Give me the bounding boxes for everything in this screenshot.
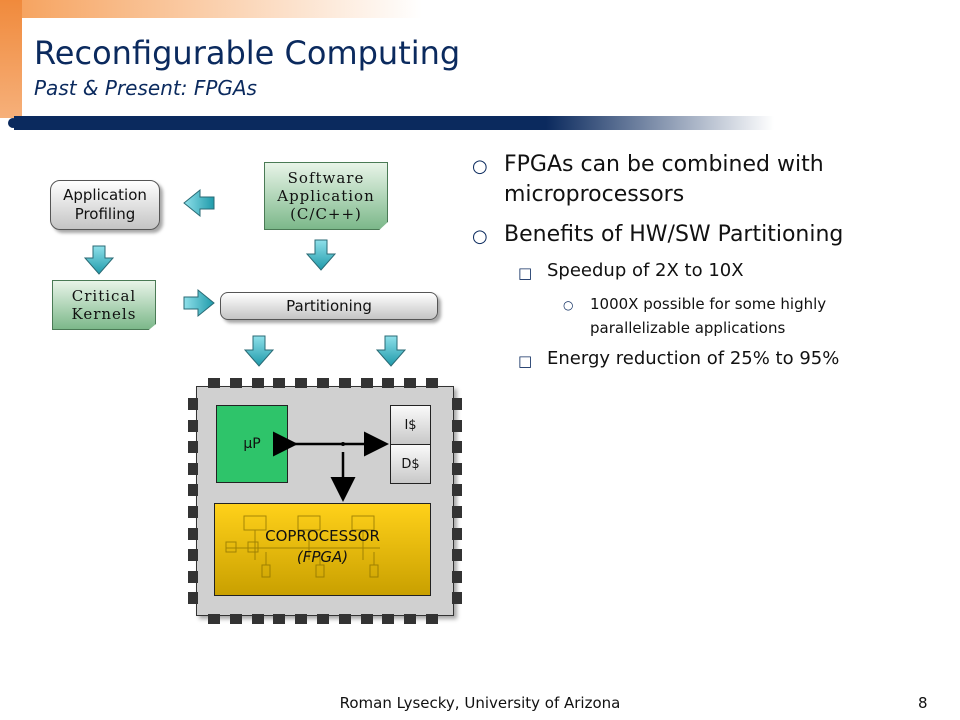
chip-pin: [295, 378, 308, 388]
hollow-square-icon: □: [518, 264, 533, 282]
chip-pin: [452, 441, 462, 454]
chip-pin: [452, 419, 462, 432]
software-application-line-2: Application: [277, 187, 375, 205]
chip-pin: [426, 378, 438, 388]
chip-pin: [251, 378, 264, 388]
arrow-right-icon: [183, 288, 215, 318]
arrow-down-icon: [305, 239, 337, 271]
page-number: 8: [918, 694, 928, 712]
bullet-l3-text: 1000X possible for some highly: [590, 295, 827, 313]
hollow-square-icon: □: [518, 352, 533, 370]
chip-pin: [317, 378, 329, 388]
arrow-left-icon: [183, 188, 215, 218]
chip-pin: [452, 592, 462, 605]
slide-subtitle: Past & Present: FPGAs: [34, 76, 257, 100]
chip-pin: [188, 441, 198, 454]
bullet-l2-text: Speedup of 2X to 10X: [547, 260, 744, 281]
application-profiling-line-1: Application: [63, 185, 147, 204]
critical-kernels-line-1: Critical: [71, 287, 137, 305]
slide-footer: Roman Lysecky, University of Arizona: [339, 694, 621, 712]
small-circle-icon: ○: [563, 298, 574, 312]
chip-pin: [188, 527, 198, 540]
hollow-circle-icon: ○: [472, 156, 488, 177]
chip-pin: [452, 398, 462, 410]
application-profiling-line-2: Profiling: [74, 205, 136, 223]
software-application-line-1: Software: [287, 169, 365, 187]
chip-pin: [452, 549, 462, 562]
chip-pin: [208, 378, 220, 388]
chip-pin: [188, 484, 198, 497]
chip-pin: [188, 570, 198, 583]
chip-pin: [338, 614, 351, 624]
chip-pin: [273, 378, 286, 388]
coprocessor-label: COPROCESSOR (FPGA): [214, 526, 431, 568]
chip-pin: [188, 592, 198, 605]
software-application-line-3: (C/C++): [290, 205, 362, 223]
chip-pin: [188, 506, 198, 518]
bus-junction-dot: [341, 442, 345, 446]
corner-accent-bar: [0, 0, 22, 118]
critical-kernels-line-2: Kernels: [71, 305, 137, 323]
chip-pin: [229, 614, 242, 624]
chip-pin: [295, 614, 308, 624]
chip-pin: [382, 378, 395, 388]
critical-kernels-doc: Critical Kernels: [52, 280, 156, 330]
application-profiling-box: Application Profiling: [50, 180, 160, 230]
chip-pin: [273, 614, 286, 624]
chip-pin: [452, 506, 462, 518]
arrow-down-icon: [83, 245, 115, 275]
instruction-cache-block: I$: [390, 405, 431, 445]
chip-pin: [360, 614, 373, 624]
chip-pin: [452, 570, 462, 583]
chip-pin: [452, 527, 462, 540]
chip-pin: [360, 378, 373, 388]
hollow-circle-icon: ○: [472, 226, 488, 247]
data-cache-block: D$: [390, 444, 431, 484]
header-rule: [14, 116, 774, 130]
chip-pin: [452, 462, 462, 475]
chip-pin: [404, 378, 417, 388]
bullet-l3-text: parallelizable applications: [590, 319, 786, 337]
bullet-l1-text: Benefits of HW/SW Partitioning: [504, 222, 844, 247]
chip-pin: [251, 614, 264, 624]
chip-pin: [404, 614, 417, 624]
chip-pin: [188, 398, 198, 410]
coprocessor-title: COPROCESSOR: [265, 527, 380, 545]
arrow-down-icon: [375, 335, 407, 367]
bullet-l1-text: microprocessors: [504, 182, 685, 207]
chip-pin: [188, 549, 198, 562]
header-rule-dot: [8, 118, 18, 128]
software-application-doc: Software Application (C/C++): [264, 162, 388, 230]
slide-title: Reconfigurable Computing: [34, 34, 461, 72]
partitioning-box: Partitioning: [220, 292, 438, 320]
chip-pin: [452, 484, 462, 497]
chip-pin: [229, 378, 242, 388]
coprocessor-block: [214, 503, 431, 596]
chip-pin: [208, 614, 220, 624]
arrow-down-icon: [243, 335, 275, 367]
chip-pin: [188, 419, 198, 432]
chip-pin: [382, 614, 395, 624]
chip-pin: [338, 378, 351, 388]
bullet-l2-text: Energy reduction of 25% to 95%: [547, 348, 840, 369]
chip-pin: [188, 462, 198, 475]
bullet-l1-text: FPGAs can be combined with: [504, 152, 824, 177]
top-accent-fade: [22, 0, 422, 18]
chip-pin: [426, 614, 438, 624]
fpga-circuit-icon: [225, 515, 380, 578]
coprocessor-subtitle: (FPGA): [296, 548, 349, 566]
chip-pin: [317, 614, 329, 624]
